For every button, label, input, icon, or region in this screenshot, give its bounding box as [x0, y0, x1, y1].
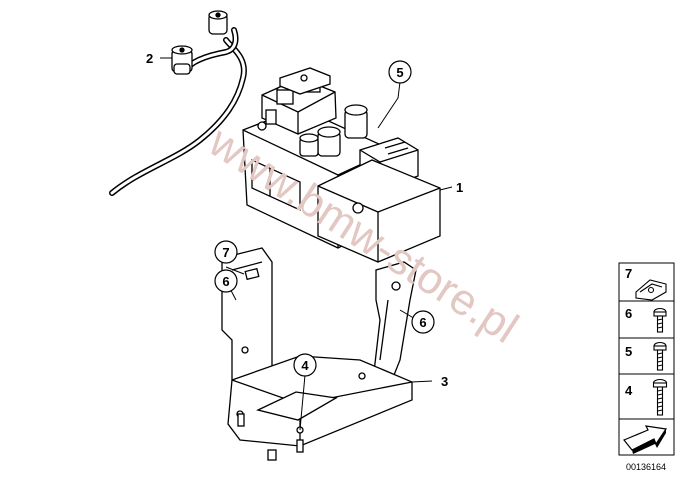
abs-hydraulic-unit: [242, 67, 441, 263]
callout-3: 3: [441, 374, 448, 389]
svg-text:6: 6: [625, 306, 632, 321]
callout-5: 5: [388, 60, 412, 84]
mounting-bracket: [221, 247, 417, 461]
medium-screw-icon: [653, 341, 667, 371]
svg-text:5: 5: [396, 65, 403, 80]
svg-text:1: 1: [456, 180, 463, 195]
short-screw-icon: [653, 307, 667, 333]
long-screw-icon: [652, 378, 668, 416]
svg-text:4: 4: [301, 358, 309, 373]
svg-text:7: 7: [222, 245, 229, 260]
svg-text:6: 6: [222, 274, 229, 289]
legend-row-arrow: [623, 425, 668, 454]
svg-text:3: 3: [441, 374, 448, 389]
legend-row-5: 5: [625, 341, 667, 371]
callout-7: 7: [214, 240, 238, 264]
arrow-icon: [623, 425, 668, 454]
callout-1: 1: [456, 180, 463, 195]
callout-4: 4: [293, 353, 317, 377]
svg-text:6: 6: [419, 315, 426, 330]
svg-text:7: 7: [625, 266, 632, 281]
parts-legend: 7 6 5: [618, 262, 675, 456]
brake-line-pipe: [109, 27, 247, 196]
clip-nut-icon: [635, 279, 667, 301]
callout-6-left: 6: [214, 269, 238, 293]
svg-text:5: 5: [625, 344, 632, 359]
pipe-fitting-plug: [171, 45, 193, 75]
callout-6-right: 6: [411, 310, 435, 334]
legend-row-6: 6: [625, 306, 667, 333]
svg-text:4: 4: [625, 383, 633, 398]
catalog-number: 00136164: [626, 462, 666, 472]
legend-row-7: 7: [625, 266, 667, 301]
svg-text:2: 2: [146, 51, 153, 66]
pipe-fitting-top: [208, 10, 228, 35]
callout-2: 2: [146, 51, 153, 66]
legend-row-4: 4: [625, 378, 668, 416]
